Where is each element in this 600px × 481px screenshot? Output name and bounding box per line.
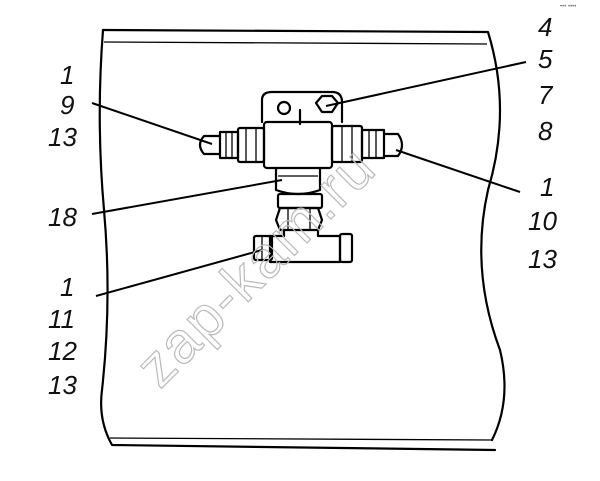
leader-right-top bbox=[325, 61, 527, 107]
leader-right-mid bbox=[395, 149, 521, 193]
callout-number: 12 bbox=[48, 336, 77, 366]
callout-number: 1 bbox=[60, 272, 74, 302]
callout-number: 1 bbox=[540, 172, 554, 202]
right-fitting bbox=[330, 124, 404, 164]
corner-mark: ••• •••• bbox=[560, 4, 576, 10]
watermark: zap-kam.ru bbox=[123, 134, 388, 399]
callout-number: 1 bbox=[60, 60, 74, 90]
callout-right-top: 4 5 7 8 bbox=[538, 12, 554, 146]
callout-right-mid: 1 10 13 bbox=[528, 172, 557, 274]
callout-left-mid: 18 bbox=[48, 202, 77, 232]
mounting-bracket bbox=[260, 90, 344, 126]
leader-lines bbox=[91, 61, 527, 297]
lower-tee bbox=[252, 228, 354, 264]
callout-number: 4 bbox=[538, 12, 552, 42]
callout-number: 18 bbox=[48, 202, 77, 232]
callout-left-top: 1 9 13 bbox=[48, 60, 77, 152]
leader-left-bottom bbox=[95, 249, 263, 297]
callout-number: 10 bbox=[528, 206, 557, 236]
callout-number: 11 bbox=[48, 304, 75, 334]
callout-number: 13 bbox=[528, 244, 557, 274]
callout-number: 5 bbox=[538, 44, 553, 74]
left-fitting bbox=[198, 126, 266, 164]
callout-left-bottom: 1 11 12 13 bbox=[48, 272, 77, 400]
callout-number: 9 bbox=[60, 90, 74, 120]
leader-left-mid bbox=[91, 179, 283, 215]
frame-panel bbox=[98, 28, 506, 452]
callout-number: 7 bbox=[538, 80, 554, 110]
leader-left-top bbox=[91, 102, 213, 145]
callout-number: 13 bbox=[48, 122, 77, 152]
callout-number: 8 bbox=[538, 116, 553, 146]
callout-number: 13 bbox=[48, 370, 77, 400]
